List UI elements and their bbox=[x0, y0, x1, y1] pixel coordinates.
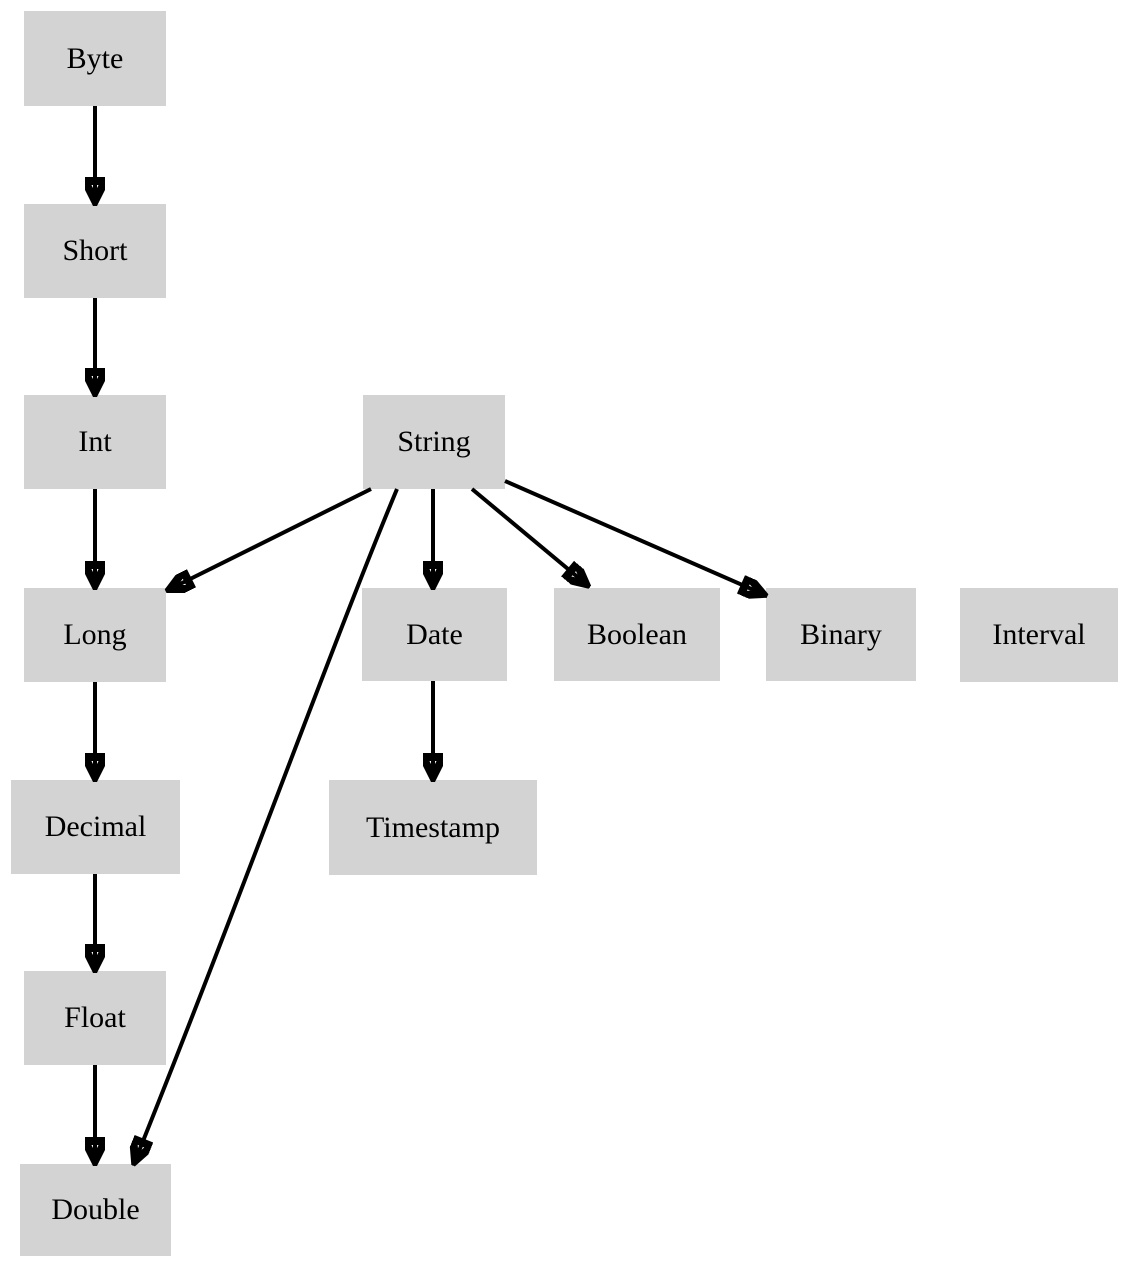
node-byte: Byte bbox=[24, 11, 166, 106]
node-decimal: Decimal bbox=[11, 780, 180, 874]
node-timestamp: Timestamp bbox=[329, 780, 537, 875]
node-int: Int bbox=[24, 395, 166, 489]
node-boolean: Boolean bbox=[554, 588, 720, 681]
node-long: Long bbox=[24, 588, 166, 682]
node-binary: Binary bbox=[766, 588, 916, 681]
edge-string-boolean bbox=[470, 487, 586, 584]
node-date: Date bbox=[362, 588, 507, 681]
node-short: Short bbox=[24, 204, 166, 298]
node-float: Float bbox=[24, 971, 166, 1065]
edge-string-long bbox=[170, 487, 372, 589]
edge-string-binary bbox=[504, 479, 763, 594]
node-string: String bbox=[363, 395, 505, 489]
node-double: Double bbox=[20, 1164, 171, 1256]
node-interval: Interval bbox=[960, 588, 1118, 682]
